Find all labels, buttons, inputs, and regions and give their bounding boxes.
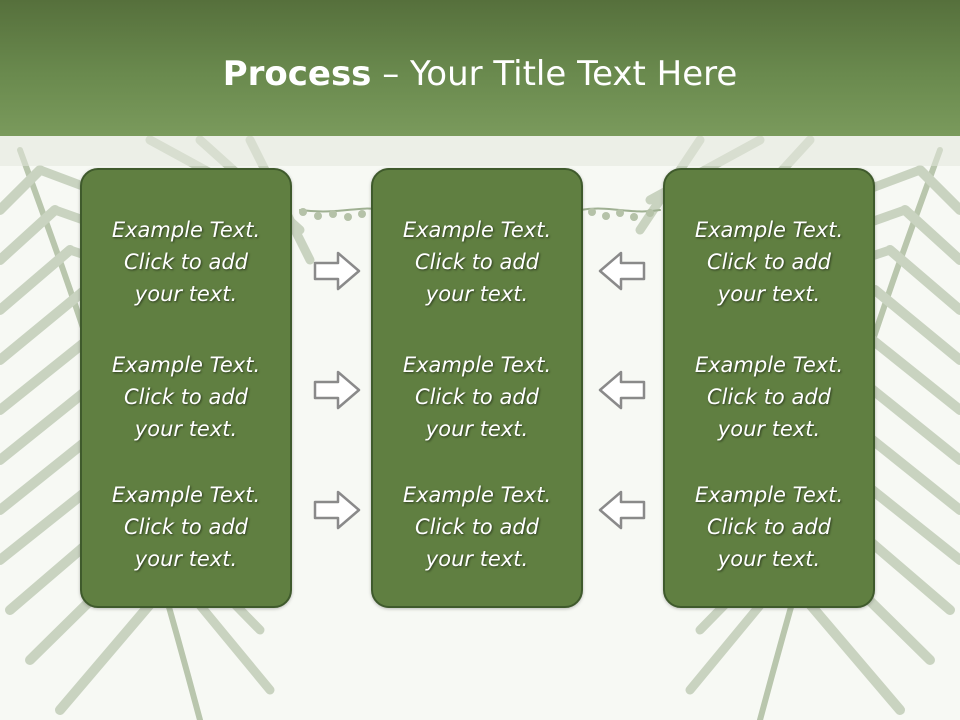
title-rest-text: – Your Title Text Here bbox=[371, 54, 738, 94]
box-text[interactable]: Example Text. Click to add your text. bbox=[694, 483, 844, 571]
title-bar bbox=[0, 0, 960, 136]
left-arrow-icon bbox=[598, 370, 646, 410]
process-box-left[interactable]: Example Text. Click to add your text. Ex… bbox=[80, 168, 292, 608]
right-arrow-icon bbox=[313, 370, 361, 410]
box-text[interactable]: Example Text. Click to add your text. bbox=[111, 218, 261, 306]
box-text[interactable]: Example Text. Click to add your text. bbox=[111, 353, 261, 441]
box-text[interactable]: Example Text. Click to add your text. bbox=[694, 353, 844, 441]
right-arrow-icon bbox=[313, 490, 361, 530]
box-text[interactable]: Example Text. Click to add your text. bbox=[694, 218, 844, 306]
box-text[interactable]: Example Text. Click to add your text. bbox=[402, 353, 552, 441]
process-box-right[interactable]: Example Text. Click to add your text. Ex… bbox=[663, 168, 875, 608]
right-arrow-icon bbox=[313, 251, 361, 291]
box-text[interactable]: Example Text. Click to add your text. bbox=[402, 218, 552, 306]
process-box-center[interactable]: Example Text. Click to add your text. Ex… bbox=[371, 168, 583, 608]
box-text[interactable]: Example Text. Click to add your text. bbox=[111, 483, 261, 571]
left-arrow-icon bbox=[598, 251, 646, 291]
title-bold-text: Process bbox=[222, 54, 372, 94]
box-text[interactable]: Example Text. Click to add your text. bbox=[402, 483, 552, 571]
left-arrow-icon bbox=[598, 490, 646, 530]
slide-title[interactable]: Process – Your Title Text Here bbox=[0, 52, 960, 96]
